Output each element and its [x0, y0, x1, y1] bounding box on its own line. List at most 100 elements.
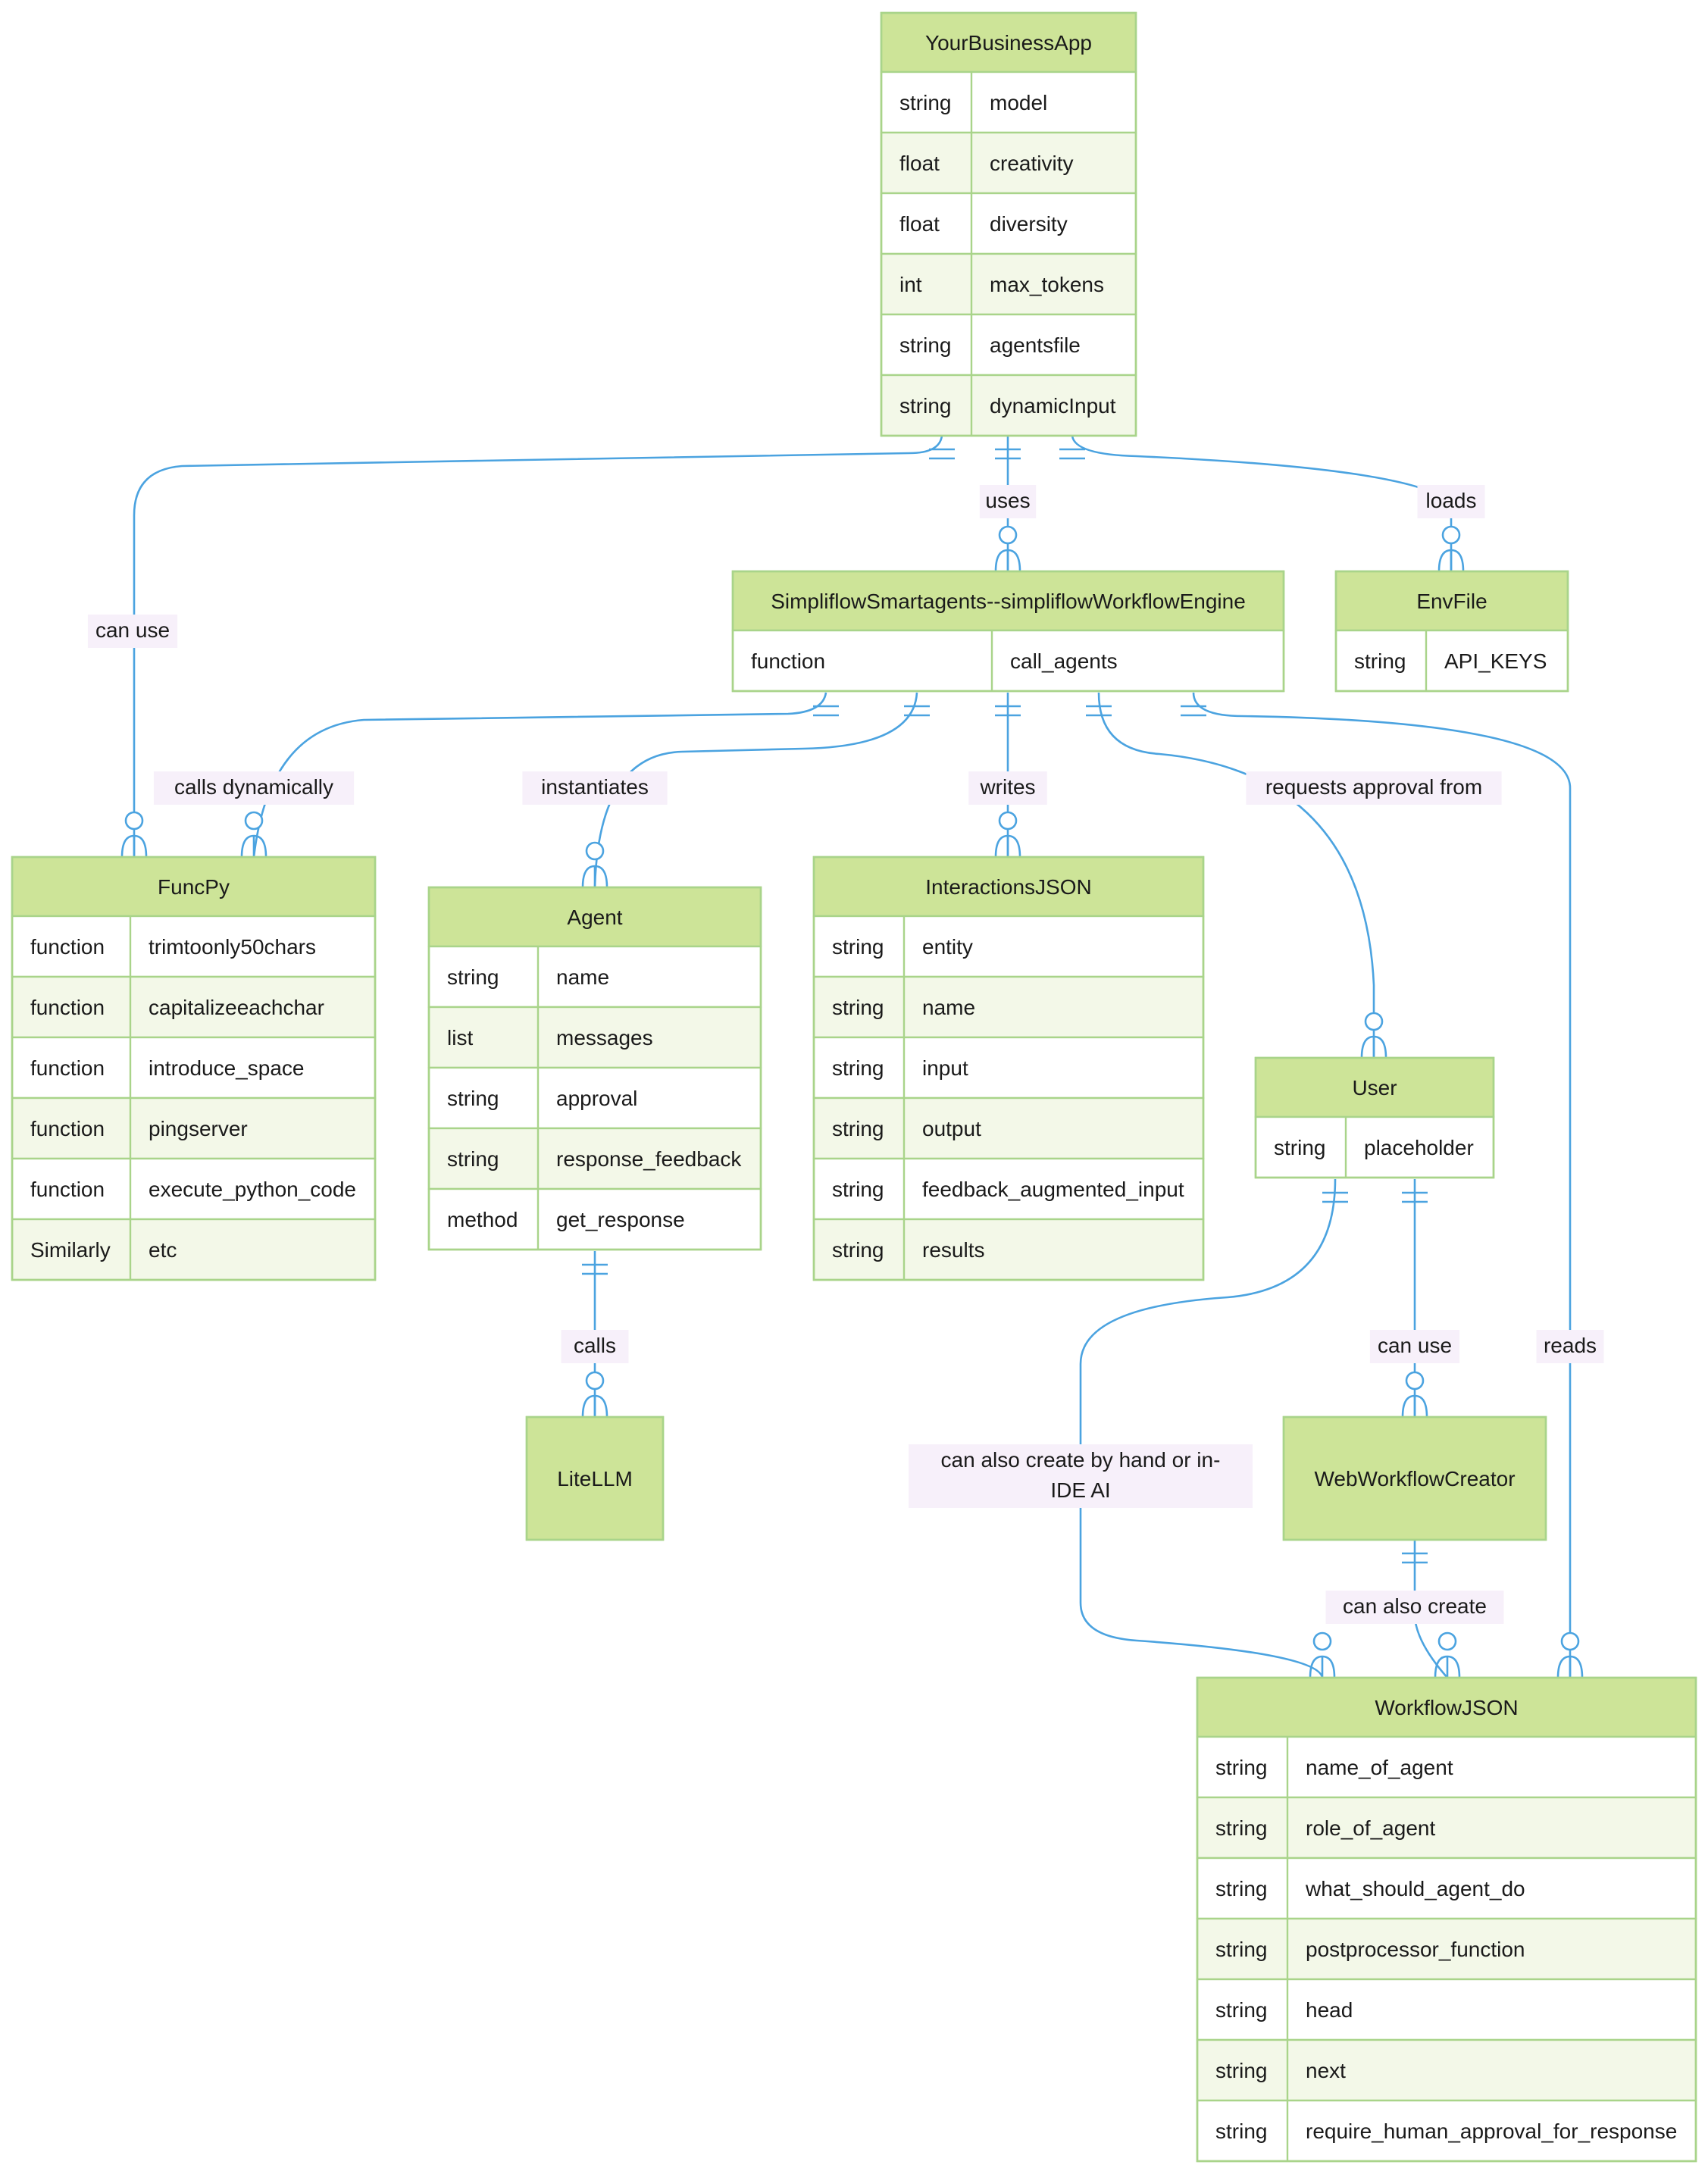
attribute-name: feedback_augmented_input — [922, 1178, 1184, 1201]
attribute-type: string — [832, 1238, 884, 1262]
zero-many-marker-6 — [1360, 1012, 1387, 1059]
entity-title: Agent — [567, 906, 622, 929]
one-marker-4 — [904, 705, 930, 717]
entity-header — [812, 856, 1205, 918]
attribute-type: string — [832, 1056, 884, 1080]
attribute-type: string — [832, 1178, 884, 1201]
relationship-label-text: calls — [574, 1334, 616, 1357]
attribute-name: call_agents — [1010, 649, 1118, 673]
entity-title: LiteLLM — [557, 1467, 633, 1491]
entity-title: WorkflowJSON — [1375, 1696, 1518, 1719]
attribute-name: diversity — [990, 212, 1068, 236]
attribute-name: input — [922, 1056, 968, 1080]
zero-many-marker-1 — [1437, 525, 1465, 572]
zero-many-marker-0 — [994, 525, 1021, 572]
entity-webworkflowcreator[interactable]: WebWorkflowCreator — [1282, 1416, 1547, 1541]
attribute-name: model — [990, 91, 1047, 114]
attribute-row: function trimtoonly50chars — [11, 915, 377, 978]
relationship-label-text: uses — [985, 489, 1030, 512]
attribute-row: string input — [812, 1036, 1205, 1100]
attribute-type: string — [447, 1087, 499, 1110]
attribute-type: function — [30, 935, 105, 959]
zero-many-marker-10 — [1434, 1631, 1461, 1678]
attribute-row: string name — [812, 975, 1205, 1039]
attribute-type: string — [1215, 1877, 1267, 1900]
attribute-name: entity — [922, 935, 973, 959]
zero-many-marker-7 — [581, 1371, 608, 1418]
attribute-name: max_tokens — [990, 273, 1104, 296]
one-marker-11 — [1402, 1552, 1428, 1564]
one-marker-5 — [995, 705, 1021, 717]
entity-title: User — [1352, 1076, 1397, 1100]
zero-many-marker-4 — [581, 841, 608, 888]
relationship-label-text: can also create — [1343, 1594, 1487, 1618]
attribute-name: agentsfile — [990, 333, 1081, 357]
attribute-type: string — [899, 333, 951, 357]
attribute-row: string model — [880, 70, 1137, 134]
entity-engine[interactable]: SimpliflowSmartagents--simpliflowWorkflo… — [731, 570, 1285, 693]
relationship-label-text: requests approval from — [1265, 775, 1482, 799]
zero-many-marker-2 — [120, 811, 148, 858]
attribute-name: output — [922, 1117, 981, 1140]
attribute-name: response_feedback — [556, 1147, 742, 1171]
relationship-label-yba-env: loads — [1417, 485, 1485, 518]
attribute-type: function — [751, 649, 825, 673]
relationship-label-text: instantiates — [541, 775, 649, 799]
attribute-name: API_KEYS — [1444, 649, 1547, 673]
zero-many-marker-5 — [994, 811, 1021, 858]
attribute-type: string — [447, 1147, 499, 1171]
attribute-name: messages — [556, 1026, 653, 1050]
attribute-row: string next — [1196, 2038, 1697, 2102]
attribute-type: string — [832, 935, 884, 959]
attribute-type: string — [899, 91, 951, 114]
attribute-name: introduce_space — [149, 1056, 304, 1080]
attribute-row: function call_agents — [731, 629, 1285, 693]
attribute-type: string — [832, 996, 884, 1019]
relationship-label-text: reads — [1544, 1334, 1597, 1357]
attribute-type: string — [899, 394, 951, 418]
attribute-name: head — [1306, 1998, 1353, 2022]
attribute-name: approval — [556, 1087, 637, 1110]
attribute-row: string entity — [812, 915, 1205, 978]
attribute-name: require_human_approval_for_response — [1306, 2119, 1677, 2143]
attribute-type: string — [1274, 1136, 1325, 1159]
relationship-line-user-workflow — [1079, 1178, 1337, 1678]
attribute-name: name — [922, 996, 975, 1019]
attribute-row: string approval — [427, 1066, 762, 1130]
attribute-row: list messages — [427, 1006, 762, 1069]
attribute-name: postprocessor_function — [1306, 1938, 1525, 1961]
attribute-name: next — [1306, 2059, 1346, 2082]
relationship-label-engine-user: requests approval from — [1246, 771, 1502, 805]
attribute-name: creativity — [990, 152, 1073, 175]
attribute-type: string — [447, 965, 499, 989]
attribute-type: list — [447, 1026, 473, 1050]
entity-litellm[interactable]: LiteLLM — [525, 1416, 665, 1541]
one-marker-2 — [1059, 448, 1085, 460]
attribute-type: string — [1215, 2059, 1267, 2082]
relationship-label-yba-engine: uses — [979, 485, 1037, 518]
relationship-label-text: loads — [1426, 489, 1477, 512]
one-marker-1 — [995, 448, 1021, 460]
attribute-name: get_response — [556, 1208, 685, 1231]
attribute-name: trimtoonly50chars — [149, 935, 316, 959]
attribute-row: string what_should_agent_do — [1196, 1857, 1697, 1920]
attribute-name: what_should_agent_do — [1305, 1877, 1525, 1900]
